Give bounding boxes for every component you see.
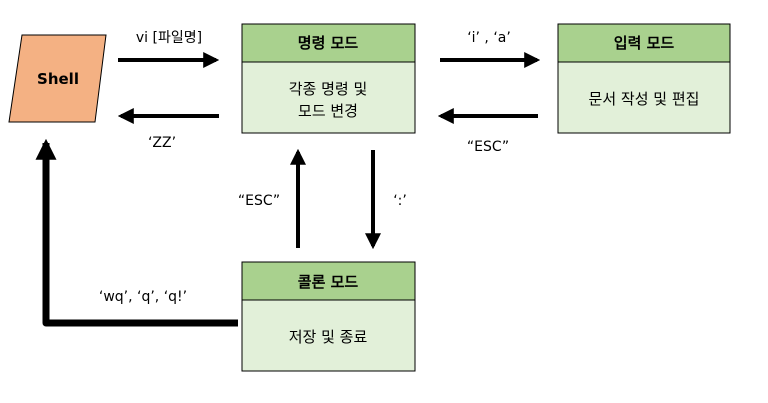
input-mode-node: 입력 모드 문서 작성 및 편집 xyxy=(557,23,731,134)
colon-mode-body-box xyxy=(241,299,416,372)
command-mode-node: 명령 모드 각종 명령 및 모드 변경 xyxy=(241,23,416,134)
label-shell-to-command: vi [파일명] xyxy=(136,30,202,46)
command-mode-body-line-2: 모드 변경 xyxy=(298,102,358,120)
label-colon-to-shell: ‘wq’, ‘q’, ‘q!’ xyxy=(99,289,187,305)
label-command-to-colon: ‘:’ xyxy=(393,193,407,209)
colon-mode-header-box xyxy=(241,261,416,301)
shell-label: Shell xyxy=(37,70,79,88)
colon-mode-node: 콜론 모드 저장 및 종료 xyxy=(241,261,416,372)
label-command-to-shell: ‘ZZ’ xyxy=(148,135,176,151)
label-input-to-command: “ESC” xyxy=(467,139,509,155)
label-command-to-input: ‘i’ , ‘a’ xyxy=(467,30,511,46)
colon-mode-body-line-1: 저장 및 종료 xyxy=(289,328,368,346)
shell-node: Shell xyxy=(8,34,107,123)
command-mode-title: 명령 모드 xyxy=(298,34,359,52)
input-mode-body-box xyxy=(557,61,731,134)
input-mode-title: 입력 모드 xyxy=(614,34,675,52)
command-mode-header-box xyxy=(241,23,416,63)
label-colon-to-command: “ESC” xyxy=(238,193,280,209)
shell-shape xyxy=(8,34,107,123)
command-mode-body-box xyxy=(241,61,416,134)
command-mode-body-line-1: 각종 명령 및 xyxy=(289,80,368,98)
input-mode-body-line-1: 문서 작성 및 편집 xyxy=(589,90,700,108)
input-mode-header-box xyxy=(557,23,731,63)
colon-mode-title: 콜론 모드 xyxy=(298,273,359,291)
arrow-colon-to-shell xyxy=(35,138,238,327)
